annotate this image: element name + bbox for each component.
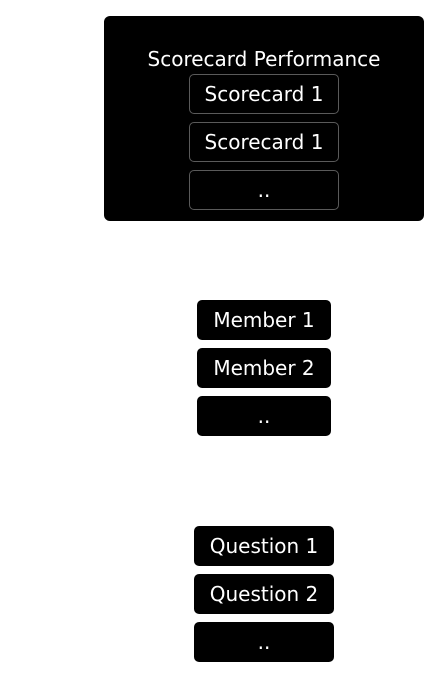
scorecard-item[interactable]: Scorecard 1 bbox=[189, 122, 339, 162]
scorecard-performance-panel: Scorecard Performance Scorecard 1 Scorec… bbox=[104, 16, 424, 221]
scorecard-item[interactable]: Scorecard 1 bbox=[189, 74, 339, 114]
scorecard-list: Scorecard 1 Scorecard 1 .. bbox=[189, 74, 339, 218]
scorecard-item-more[interactable]: .. bbox=[189, 170, 339, 210]
member-item[interactable]: Member 2 bbox=[197, 348, 331, 388]
panel-title: Scorecard Performance bbox=[147, 47, 381, 71]
member-list: Member 1 Member 2 .. bbox=[197, 300, 331, 444]
question-list: Question 1 Question 2 .. bbox=[194, 526, 334, 670]
member-item[interactable]: Member 1 bbox=[197, 300, 331, 340]
question-item[interactable]: Question 1 bbox=[194, 526, 334, 566]
member-item-more[interactable]: .. bbox=[197, 396, 331, 436]
question-item-more[interactable]: .. bbox=[194, 622, 334, 662]
question-item[interactable]: Question 2 bbox=[194, 574, 334, 614]
